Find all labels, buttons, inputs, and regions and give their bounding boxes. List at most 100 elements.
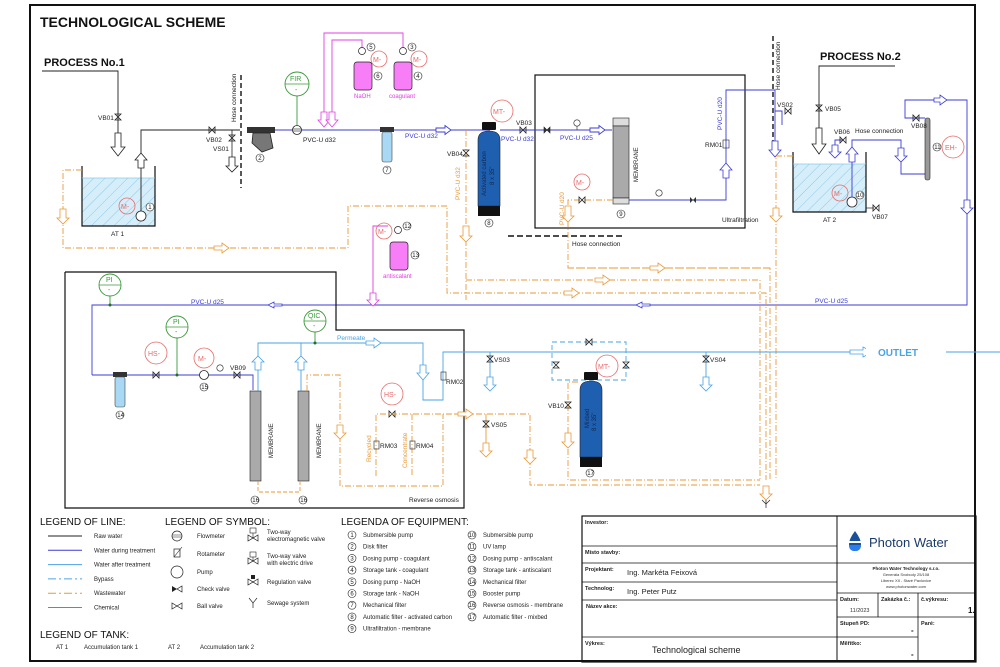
svg-text:coagulant: coagulant — [389, 94, 415, 100]
svg-text:M-: M- — [576, 180, 585, 187]
svg-text:16: 16 — [252, 498, 259, 504]
valve-vb08[interactable]: VB08 — [911, 114, 927, 130]
valve-vs04[interactable]: VS04 — [702, 355, 726, 364]
valve-vb01[interactable]: VB01 — [98, 113, 122, 122]
svg-text:č.výkresu:: č.výkresu: — [921, 597, 948, 603]
valve-vb09[interactable]: VB09 — [230, 365, 246, 379]
ro-membrane-16a[interactable]: MEMBRANE 16 — [249, 390, 275, 505]
activated-carbon-filter-8[interactable]: Activated carbon 8 x 35" 8 MT- — [477, 99, 514, 228]
at1-label: AT 1 — [111, 231, 125, 238]
valve-vb04[interactable]: VB04 — [447, 149, 470, 158]
equipment-number-badge — [467, 565, 477, 575]
disk-filter-2[interactable]: 2 — [247, 127, 275, 163]
equipment-number-badge — [347, 589, 357, 598]
ro-membrane-16b[interactable]: MEMBRANE 16 — [297, 390, 323, 505]
valve-vs01[interactable]: VS01 — [213, 134, 236, 153]
svg-text:Disk filter: Disk filter — [363, 545, 388, 551]
valve-vs03[interactable]: VS03 — [486, 355, 510, 364]
svg-text:Reverse osmosis: Reverse osmosis — [409, 497, 460, 504]
svg-text:Permeate: Permeate — [337, 335, 366, 342]
svg-text:4: 4 — [350, 568, 354, 574]
valve-vb05[interactable]: VB05 — [815, 104, 841, 113]
mechanical-filter-14[interactable]: 14 — [113, 372, 127, 420]
valve-hs-concentrate[interactable]: HS- — [380, 382, 404, 418]
svg-text:electromagnetic valve: electromagnetic valve — [267, 537, 326, 543]
svg-text:Název akce:: Název akce: — [586, 604, 618, 610]
valve-vb10[interactable]: VB10 — [548, 401, 572, 410]
svg-text:Projektant:: Projektant: — [585, 567, 614, 573]
pressure-indicator-pi-2[interactable]: PI - — [165, 315, 189, 377]
uf-flush-valve[interactable]: M- — [573, 173, 591, 204]
drawing-number: 1. — [968, 606, 975, 615]
legend-line-heading: LEGEND OF LINE: — [40, 517, 126, 528]
valve-vs05[interactable]: VS05 — [482, 420, 507, 429]
svg-text:Mechanical filter: Mechanical filter — [483, 580, 526, 586]
svg-text:-: - — [108, 287, 111, 294]
svg-text:MEMBRANE: MEMBRANE — [317, 423, 323, 458]
submersible-pump-10[interactable]: 10 M- — [831, 184, 865, 208]
svg-text:VB08: VB08 — [911, 123, 927, 130]
rotameter-rm04[interactable]: RM04 — [409, 440, 434, 450]
valve-vb03[interactable]: VB03 — [516, 120, 532, 134]
svg-text:QIC: QIC — [308, 313, 320, 320]
svg-text:M-: M- — [373, 57, 382, 64]
storage-tank-coagulant-4[interactable]: 4 coagulant — [389, 61, 423, 100]
valve-hs-electric[interactable]: HS- — [144, 341, 168, 379]
svg-text:VB04: VB04 — [447, 151, 463, 158]
legend-line-item: Water after treatment — [48, 563, 151, 569]
svg-text:Paré:: Paré: — [921, 621, 935, 627]
rotameter-rm03[interactable]: RM03 — [373, 440, 398, 450]
svg-text:Hose connection: Hose connection — [231, 73, 238, 122]
svg-text:VS05: VS05 — [491, 422, 507, 429]
flowmeter-fir[interactable]: FIR - — [284, 71, 310, 135]
booster-pump-15[interactable]: 15 M- — [193, 347, 215, 392]
svg-text:15: 15 — [201, 385, 208, 391]
uf-membrane-9[interactable]: MEMBRANE 9 — [612, 117, 640, 219]
svg-text:11: 11 — [469, 545, 476, 551]
photon-water-logo — [849, 531, 861, 551]
mechanical-filter-7[interactable]: 7 — [380, 127, 394, 175]
uv-lamp-11[interactable]: 11 EH- — [924, 117, 965, 181]
svg-text:-: - — [911, 626, 914, 635]
legend-symbol-list: Flowmeter Rotameter Pump Check valve Bal… — [170, 527, 326, 610]
technolog-value: Ing. Peter Putz — [627, 587, 677, 596]
mixbed-filter-17[interactable]: Mixbed 8 x 35" 17 MT- — [579, 354, 619, 478]
dosing-pump-antiscalant-12[interactable]: 12 M- — [375, 221, 412, 240]
valve-vb07[interactable]: VB07 — [866, 204, 888, 221]
svg-text:Wastewater: Wastewater — [94, 591, 125, 597]
raw-water-inlet-1 — [42, 70, 119, 150]
svg-text:MT-: MT- — [493, 109, 506, 116]
svg-text:8 x 35": 8 x 35" — [490, 167, 496, 185]
svg-text:6: 6 — [376, 74, 380, 80]
valve-vb02[interactable]: VB02 — [206, 126, 222, 144]
dosing-pump-coagulant-3[interactable]: 3 M- — [399, 42, 428, 68]
svg-text:Dosing pump - NaOH: Dosing pump - NaOH — [363, 580, 420, 586]
quality-indicator-qic[interactable]: QIC - — [303, 309, 327, 345]
svg-text:7: 7 — [350, 603, 354, 609]
submersible-pump-1[interactable]: 1 M- — [118, 197, 155, 222]
equipment-number-badge — [467, 612, 477, 622]
bypass-valve[interactable] — [585, 338, 593, 346]
valve-vs02[interactable]: VS02 — [775, 102, 793, 125]
title-block — [581, 515, 977, 663]
mixbed-inlet-valve[interactable] — [552, 361, 560, 369]
mixbed-outlet-valve[interactable] — [622, 361, 630, 369]
svg-text:AT 2: AT 2 — [823, 217, 837, 224]
pressure-indicator-pi-1[interactable]: PI - — [98, 273, 122, 307]
valve-vb06[interactable]: VB06 — [834, 129, 850, 144]
reverse-osmosis-box — [64, 271, 465, 509]
dosing-pump-naoh-5[interactable]: 5 M- — [358, 42, 388, 68]
storage-tank-naoh-6[interactable]: 6 NaOH — [353, 61, 383, 100]
svg-text:VB01: VB01 — [98, 115, 114, 122]
storage-tank-antiscalant-13[interactable]: 13 antiscalant — [383, 241, 420, 280]
rotameter-rm01[interactable]: RM01 — [705, 139, 730, 149]
svg-text:Accumulation tank 2: Accumulation tank 2 — [200, 645, 255, 651]
electric-valve-uf-inlet[interactable] — [543, 126, 551, 134]
rotameter-rm02[interactable]: RM02 — [440, 371, 464, 386]
svg-text:Water after treatment: Water after treatment — [94, 563, 151, 569]
svg-text:VB03: VB03 — [516, 120, 532, 127]
